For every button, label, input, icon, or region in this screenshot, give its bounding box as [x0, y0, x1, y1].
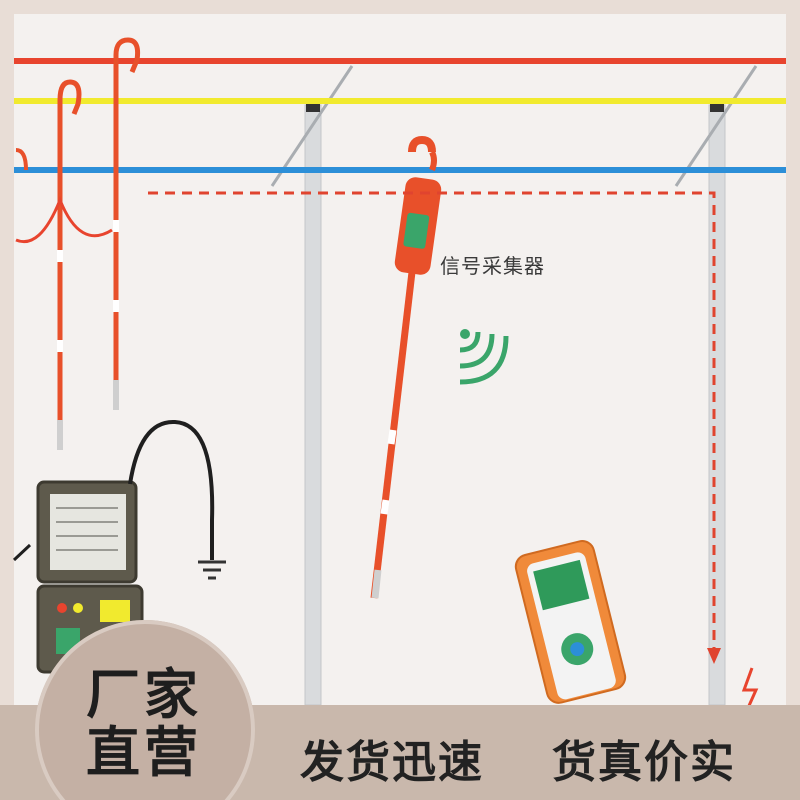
- phase-line-blue: [14, 167, 786, 173]
- clamp-sensor-icon: [394, 135, 442, 275]
- pole-right: [708, 104, 726, 706]
- signal-path-dashed: [148, 191, 716, 660]
- collector-hot-stick: [370, 271, 416, 599]
- slogan-fast-shipping: 发货迅速: [300, 737, 484, 788]
- wireless-signal-icon: [459, 329, 509, 385]
- brace-left: [270, 65, 354, 187]
- instrument-cable: [128, 419, 215, 560]
- badge-text-line-1: 厂家: [86, 663, 202, 726]
- grounding-icon: [198, 560, 226, 580]
- badge-text-line-2: 直营: [86, 721, 202, 784]
- test-instrument-case-icon: [36, 480, 144, 674]
- grounding-cable: [15, 195, 113, 243]
- hot-stick-hook-icon: [57, 79, 82, 450]
- lightning-icon: [741, 667, 759, 709]
- hot-stick-hook-icon: [15, 148, 28, 171]
- hot-stick-hook-icon: [113, 37, 141, 410]
- instrument-lead: [12, 543, 32, 562]
- signal-arrow-head: [707, 648, 721, 664]
- factory-direct-badge: [35, 620, 255, 800]
- signal-collector-label: 信号采集器: [440, 254, 545, 278]
- handheld-receiver-icon: [514, 540, 627, 704]
- pole-left: [304, 104, 322, 706]
- phase-line-yellow: [14, 98, 786, 104]
- slogan-genuine-goods: 货真价实: [552, 737, 736, 788]
- phase-line-red: [14, 58, 786, 64]
- brace-right: [674, 65, 758, 187]
